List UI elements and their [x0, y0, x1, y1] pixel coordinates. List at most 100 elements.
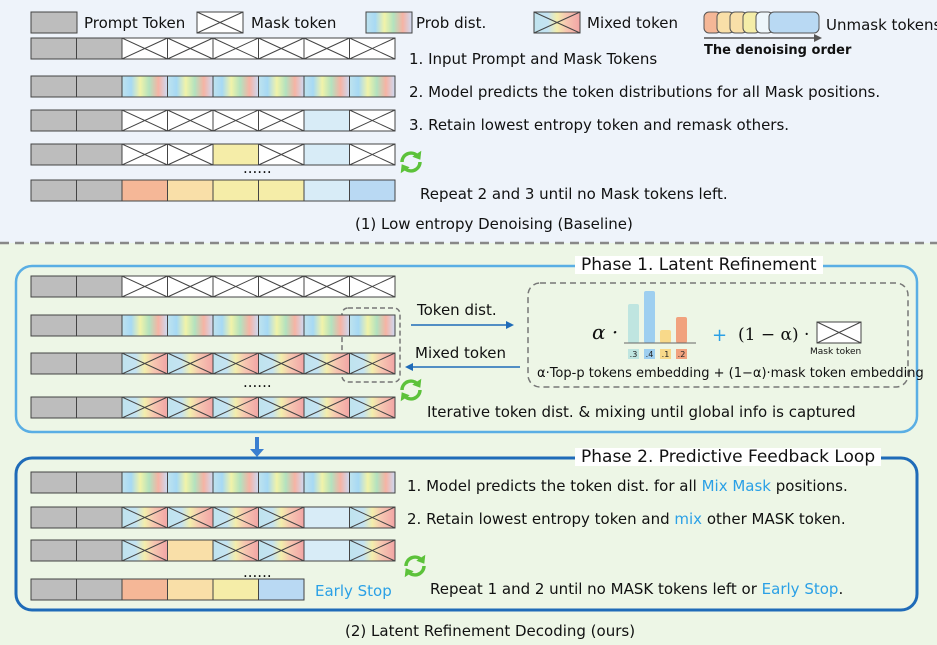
- token-r10-c5-cross: [258, 506, 305, 529]
- token-r2-c4: [212, 109, 259, 132]
- token-r8-c5: [258, 396, 305, 419]
- token-r6-c1-fill: [76, 314, 123, 337]
- phase1-ellipsis: ......: [243, 373, 272, 391]
- token-r7-c5: [258, 352, 305, 375]
- ours-panel: [0, 243, 937, 645]
- token-r2-c0: [30, 109, 77, 132]
- token-r11-c2-cross: [121, 539, 168, 562]
- token-r11-c2: [121, 539, 168, 562]
- baseline-ellipsis: ......: [243, 159, 272, 177]
- token-r0-c3-cross: [167, 37, 214, 60]
- token-r0-c6-cross: [303, 37, 350, 60]
- phase2-step2-prefix: 2. Retain lowest entropy token and: [407, 510, 675, 528]
- token-r6-c5: [258, 314, 305, 337]
- token-r9-c7-fill: [349, 471, 396, 494]
- token-r4-c4: [212, 179, 259, 202]
- baseline-cycle-icon: [400, 150, 422, 174]
- token-r5-c1: [76, 275, 123, 298]
- phase1-iterate: Iterative token dist. & mixing until glo…: [427, 403, 856, 421]
- token-r10-c3: [167, 506, 214, 529]
- token-r3-c5-cross: [258, 143, 305, 166]
- token-r0-c1-fill: [76, 37, 123, 60]
- bar-label-3: .2: [678, 350, 686, 359]
- token-r0-c6: [303, 37, 350, 60]
- token-r1-c2: [121, 75, 168, 98]
- plus-sign: +: [712, 325, 728, 346]
- token-r2-c3-cross: [167, 109, 214, 132]
- legend-prob-icon: [365, 11, 413, 34]
- ours-caption: (2) Latent Refinement Decoding (ours): [345, 622, 636, 640]
- token-r1-c6: [303, 75, 350, 98]
- bar-label-bg-1: [644, 349, 655, 359]
- phase2-cycle-icon: [404, 554, 426, 578]
- token-r4-c7-fill: [349, 179, 396, 202]
- token-r9-c2-fill: [121, 471, 168, 494]
- token-r8-c1-fill: [76, 396, 123, 419]
- token-r2-c4-cross: [212, 109, 259, 132]
- token-r9-c7: [349, 471, 396, 494]
- token-r9-c6-fill: [303, 471, 350, 494]
- token-r9-c1-fill: [76, 471, 123, 494]
- token-r12-c4-fill: [212, 578, 259, 601]
- token-r6-c2-fill: [121, 314, 168, 337]
- token-r1-c4: [212, 75, 259, 98]
- token-r10-c1-fill: [76, 506, 123, 529]
- token-r5-c7: [349, 275, 396, 298]
- early-stop-label: Early Stop: [315, 582, 392, 600]
- token-r10-c6-fill: [303, 506, 350, 529]
- token-r3-c6-fill: [303, 143, 350, 166]
- token-r12-c2: [121, 578, 168, 601]
- token-r9-c4-fill: [212, 471, 259, 494]
- phase2-step2-suffix: other MASK token.: [702, 510, 846, 528]
- phase2-step1: 1. Model predicts the token dist. for al…: [407, 477, 848, 495]
- legend-mixed-icon-cross: [533, 11, 581, 34]
- alpha-term: α ·: [592, 320, 619, 344]
- token-r3-c2: [121, 143, 168, 166]
- bar-0: [628, 304, 639, 343]
- token-r2-c2-cross: [121, 109, 168, 132]
- token-r12-c1-fill: [76, 578, 123, 601]
- baseline-repeat: Repeat 2 and 3 until no Mask tokens left…: [420, 185, 728, 203]
- phase2-ellipsis: ......: [243, 563, 272, 581]
- token-r6-c2: [121, 314, 168, 337]
- one-minus-alpha-term: (1 − α) ·: [738, 325, 810, 345]
- bar-2: [660, 330, 671, 343]
- token-r6-c3: [167, 314, 214, 337]
- token-r9-c5: [258, 471, 305, 494]
- token-r7-c4-cross: [212, 352, 259, 375]
- token-r5-c3: [167, 275, 214, 298]
- phase2-step1-suffix: positions.: [770, 477, 848, 495]
- token-r4-c3: [167, 179, 214, 202]
- token-r0-c3: [167, 37, 214, 60]
- token-r8-c4: [212, 396, 259, 419]
- baseline-cycle-icon-head-b: [400, 164, 410, 174]
- token-r1-c7-fill: [349, 75, 396, 98]
- bar-label-bg-2: [660, 349, 671, 359]
- token-r8-c0-fill: [30, 396, 77, 419]
- token-r11-c0-fill: [30, 539, 77, 562]
- mixed-token-label: Mixed token: [415, 344, 506, 362]
- bar-label-2: .1: [662, 350, 670, 359]
- token-r2-c6-fill: [303, 109, 350, 132]
- phase2-repeat-prefix: Repeat 1 and 2 until no MASK tokens left…: [430, 580, 762, 598]
- token-r10-c1: [76, 506, 123, 529]
- token-r7-c2: [121, 352, 168, 375]
- token-r4-c5-fill: [258, 179, 305, 202]
- token-r9-c2: [121, 471, 168, 494]
- token-r7-c7: [349, 352, 396, 375]
- token-r3-c1: [76, 143, 123, 166]
- token-r7-c2-cross: [121, 352, 168, 375]
- phase1-cycle-icon: [400, 378, 422, 402]
- token-r0-c0-fill: [30, 37, 77, 60]
- token-r8-c4-cross: [212, 396, 259, 419]
- token-r4-c4-fill: [212, 179, 259, 202]
- token-r6-c5-fill: [258, 314, 305, 337]
- token-r6-c0: [30, 314, 77, 337]
- token-r6-c7: [349, 314, 396, 337]
- bar-1: [644, 291, 655, 343]
- token-r11-c6-fill: [303, 539, 350, 562]
- token-r11-c3: [167, 539, 214, 562]
- token-r2-c7-cross: [349, 109, 396, 132]
- phase2-repeat-highlight: Early Stop: [761, 580, 839, 598]
